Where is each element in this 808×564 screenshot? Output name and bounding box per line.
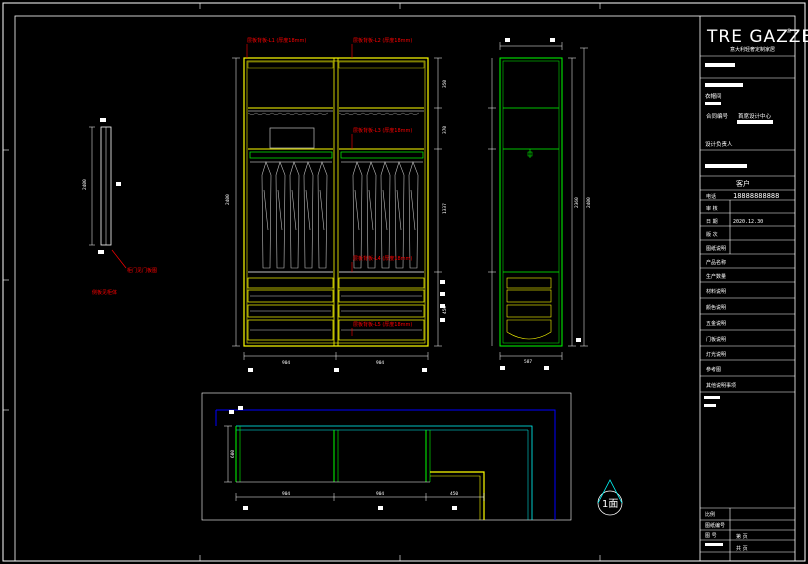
product-label: 产品名称 <box>706 259 726 266</box>
note-1: 层板背板-L1 (厚度18mm) <box>247 37 306 44</box>
product-spec-label: 生产数量 <box>706 273 726 280</box>
title-block: TRE GAZZE ® 意大利轻奢定制家居 <box>700 27 808 561</box>
side-height-dim-1: 2360 <box>574 197 580 208</box>
side-section-note: 侧板见柜体 <box>92 289 117 296</box>
width-dim-right: 904 <box>376 360 384 366</box>
plan-width-2: 904 <box>376 491 384 497</box>
side-dim: 2400 <box>82 179 88 190</box>
material-label: 材料说明 <box>706 288 726 295</box>
code-label: 合同编号 <box>706 112 729 120</box>
plan-width-3: 450 <box>450 491 458 497</box>
date-label: 日 期 <box>706 219 718 225</box>
height-dim: 2400 <box>225 194 231 205</box>
inner-dim-1: 350 <box>442 80 448 88</box>
note-3: 层板背板-L3 (厚度18mm) <box>353 127 412 134</box>
phone-value: 18888888888 <box>733 192 779 200</box>
remark-label: 其他说明事项 <box>706 382 736 389</box>
elevation-marker: 1面 <box>597 479 623 516</box>
depth-dim: 587 <box>524 359 532 365</box>
hanging-clothes-right <box>352 161 419 269</box>
space-label: 衣帽间 <box>705 92 722 100</box>
page-label: 第 页 <box>736 533 748 540</box>
ref-label: 参考图 <box>706 366 721 373</box>
plan-view: 904 904 450 600 <box>201 392 572 521</box>
inner-dim-3: 1337 <box>442 203 448 214</box>
note-4: 层板背板-L4 (厚度18mm) <box>353 255 412 262</box>
front-elevation: 层板背板-L1 (厚度18mm) 层板背板-L2 (厚度18mm) 层板背板-L… <box>225 37 448 372</box>
light-label: 灯光说明 <box>706 351 726 358</box>
designer-value: 首席设计中心 <box>738 112 772 120</box>
audit-label: 审 核 <box>706 205 718 212</box>
version-label: 版 次 <box>706 231 718 238</box>
color-label: 颜色说明 <box>706 304 726 311</box>
drawing-no-label: 图纸编号 <box>705 522 725 529</box>
notes-label: 图纸说明 <box>706 245 726 252</box>
inner-dim-4: 456 <box>442 306 448 314</box>
side-section-right: 587 2360 2400 <box>488 38 592 370</box>
hinge-label: 门板说明 <box>706 336 726 343</box>
sheet-label: 图 号 <box>705 533 717 539</box>
phone-label: 电话 <box>706 193 716 200</box>
brand-tagline: 意大利轻奢定制家居 <box>730 46 775 53</box>
inner-dim-2: 370 <box>442 126 448 134</box>
brand-logo-mark: ® <box>786 28 792 35</box>
side-section-view: 2400 柜门见门板图 侧板见柜体 <box>82 118 157 296</box>
width-dim-left: 904 <box>282 360 290 366</box>
plan-width-1: 904 <box>282 491 290 497</box>
plan-depth: 600 <box>230 450 236 458</box>
hanging-clothes-left <box>261 161 328 269</box>
annotations: 层板背板-L1 (厚度18mm) 层板背板-L2 (厚度18mm) 层板背板-L… <box>246 37 412 336</box>
inner-frame <box>14 15 796 562</box>
frame-ticks <box>3 3 601 561</box>
elevation-dimensions <box>232 57 442 360</box>
door-note: 柜门见门板图 <box>127 267 157 274</box>
note-5: 层板背板-L5 (厚度18mm) <box>353 321 412 328</box>
total-label: 共 页 <box>736 545 748 552</box>
note-2: 层板背板-L2 (厚度18mm) <box>353 37 412 44</box>
brand-logo: TRE GAZZE <box>706 27 808 47</box>
side-height-dim-2: 2400 <box>586 197 592 208</box>
elevation-label: 1面 <box>602 499 618 510</box>
handle-label: 五金说明 <box>706 320 726 327</box>
owner-label: 设计负责人 <box>705 140 733 148</box>
scale-label: 比例 <box>705 511 715 518</box>
client-value: 客户 <box>736 179 750 188</box>
date-value: 2020.12.30 <box>733 219 763 225</box>
